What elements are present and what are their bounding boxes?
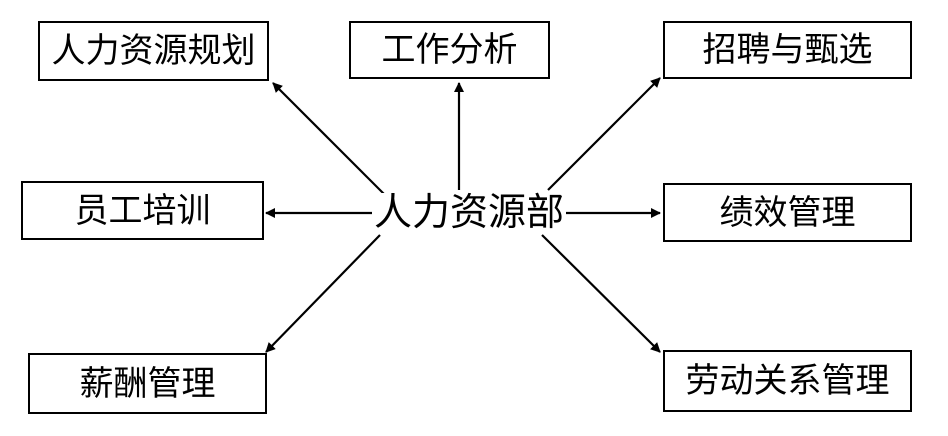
- node-hr-planning: 人力资源规划: [38, 21, 269, 81]
- node-employee-training: 员工培训: [21, 181, 264, 240]
- arrow-to-labor-relations: [541, 234, 661, 353]
- node-performance-management: 绩效管理: [663, 183, 912, 242]
- node-recruitment-selection: 招聘与甄选: [663, 21, 912, 79]
- center-label: 人力资源部: [372, 190, 567, 234]
- arrow-to-hr-planning: [272, 82, 386, 196]
- node-compensation-management: 薪酬管理: [28, 353, 267, 414]
- node-job-analysis: 工作分析: [349, 21, 550, 79]
- arrow-to-recruitment: [547, 77, 661, 191]
- arrow-to-compensation: [265, 234, 381, 353]
- node-labor-relations-management: 劳动关系管理: [663, 350, 912, 412]
